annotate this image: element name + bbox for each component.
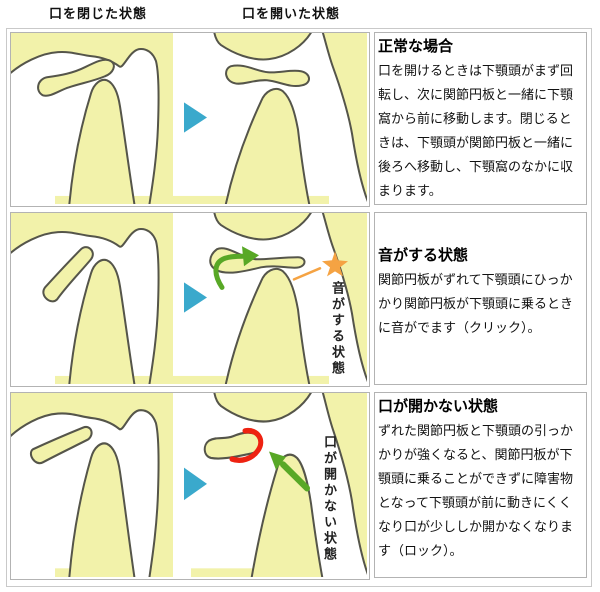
next-arrow-icon [184, 282, 207, 313]
diagram-cell-normal [10, 32, 370, 207]
tmj-diagram-normal [11, 33, 367, 204]
row-title: 音がする状態 [378, 247, 469, 264]
disc-movement-arrow-icon [213, 253, 246, 290]
articular-disc [225, 64, 310, 88]
clicking-state-vertical-label: 音がする状態 [330, 281, 345, 377]
diagram-cell-locked: 口が開かない状態 [10, 392, 370, 580]
closed-joint-normal [11, 33, 173, 204]
closed-state-header: 口を閉じた状態 [48, 6, 147, 21]
condyle [250, 453, 324, 577]
closed-joint-displaced-far [11, 393, 173, 577]
articular-disc [37, 58, 115, 97]
next-arrow-icon [184, 102, 207, 133]
condyle [68, 442, 136, 577]
row-title: 口が開かない状態 [378, 398, 499, 415]
bone-band [55, 195, 329, 204]
click-pointer-line [292, 267, 322, 281]
row-body: ずれた関節円板と下顎頭の引っかかりが強くなると、関節円板が下顎頭に乗ることができ… [378, 423, 574, 558]
open-joint-normal [213, 33, 367, 204]
row-title: 正常な場合 [378, 38, 454, 55]
stuck-disc-highlight [229, 427, 264, 463]
displaced-disc [42, 246, 94, 303]
open-joint-clicking [209, 213, 367, 384]
blocked-arrowhead-icon [269, 451, 286, 470]
blocked-arrow-icon [280, 461, 310, 492]
row-body: 口を開けるときは下顎頭がまず回転し、次に関節円板と一緒に下顎窩から前に移動します… [378, 63, 574, 198]
open-joint-locked [203, 393, 367, 577]
condyle [68, 258, 136, 384]
open-state-header: 口を開いた状態 [241, 6, 340, 21]
condyle [224, 87, 311, 204]
tmj-diagram-clicking [11, 213, 367, 384]
disc-movement-arrowhead-icon [242, 246, 259, 267]
condyle [224, 267, 311, 384]
text-cell-normal: 正常な場合 口を開けるときは下顎頭がまず回転し、次に関節円板と一緒に下顎窩から前… [374, 32, 587, 205]
next-arrow-icon [184, 467, 207, 501]
text-cell-clicking: 音がする状態 関節円板がずれて下顎頭にひっかかり関節円板が下顎頭に乗るときに音が… [374, 212, 587, 385]
closed-joint-displaced [11, 213, 173, 384]
click-sound-star-icon [322, 251, 348, 277]
displaced-disc [29, 425, 93, 465]
text-cell-locked: 口が開かない状態 ずれた関節円板と下顎頭の引っかかりが強くなると、関節円板が下顎… [374, 392, 587, 578]
locked-state-vertical-label: 口が開かない状態 [322, 435, 337, 563]
tmj-diagram-locked [11, 393, 367, 577]
row-body: 関節円板がずれて下顎頭にひっかかり関節円板が下顎頭に乗るときに音がでます（クリッ… [378, 272, 574, 335]
diagram-cell-clicking: 音がする状態 [10, 212, 370, 387]
bone-band [55, 375, 329, 384]
condyle [68, 78, 136, 204]
